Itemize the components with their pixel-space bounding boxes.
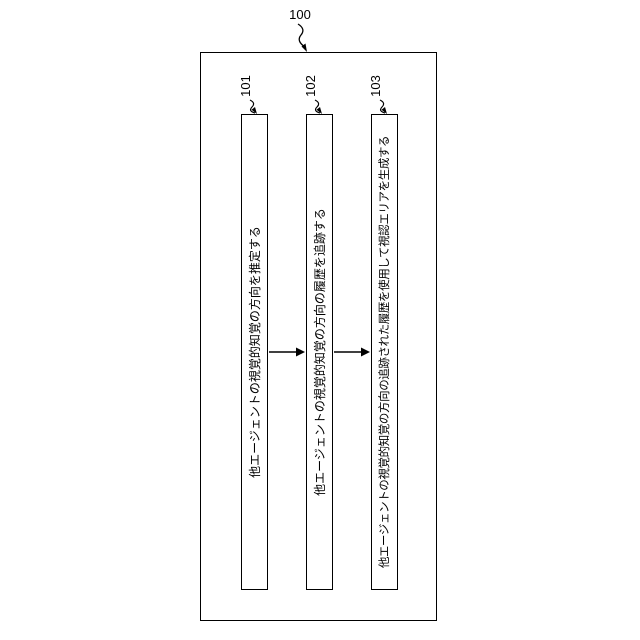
step-text-101: 他エージェントの視覚的知覚の方向を推定する: [247, 226, 262, 478]
system-boundary-box: [200, 52, 437, 621]
leader-arrowhead-100: [301, 43, 307, 52]
ref-label-103: 103: [368, 75, 383, 97]
step-text-103: 他エージェントの視覚的知覚の方向の追跡された履歴を使用して視認エリアを生成する: [378, 135, 391, 569]
ref-label-100: 100: [289, 7, 311, 22]
step-box-102: 他エージェントの視覚的知覚の方向の履歴を追跡する: [306, 114, 333, 590]
step-box-101: 他エージェントの視覚的知覚の方向を推定する: [241, 114, 268, 590]
ref-label-102: 102: [303, 75, 318, 97]
leader-line-100: [297, 23, 306, 48]
step-box-103: 他エージェントの視覚的知覚の方向の追跡された履歴を使用して視認エリアを生成する: [371, 114, 398, 590]
step-text-102: 他エージェントの視覚的知覚の方向の履歴を追跡する: [312, 208, 327, 496]
ref-label-101: 101: [238, 75, 253, 97]
